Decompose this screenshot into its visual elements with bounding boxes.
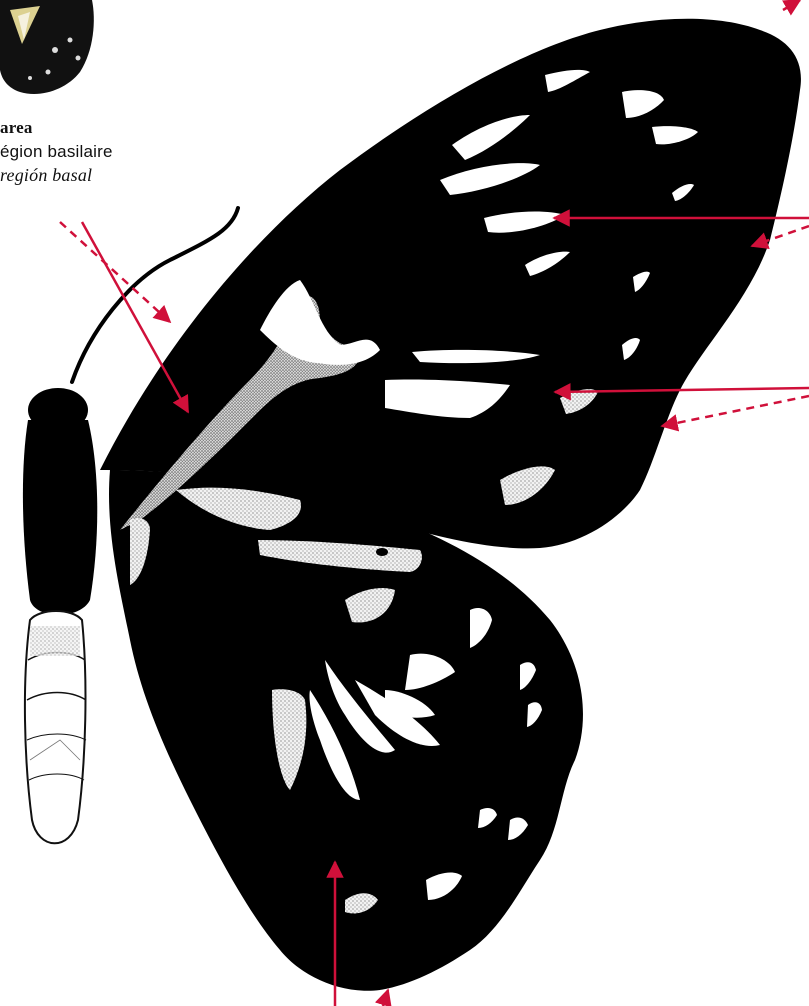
basal-area-label-es: región basal bbox=[0, 165, 92, 186]
basal-area-arrow-solid bbox=[82, 222, 188, 412]
fore-wing bbox=[100, 19, 801, 549]
butterfly-body bbox=[23, 388, 97, 843]
basal-area-label-en: area bbox=[0, 118, 33, 138]
basal-area-label-fr: égion basilaire bbox=[0, 142, 113, 162]
small-butterfly-specimen bbox=[0, 0, 94, 94]
